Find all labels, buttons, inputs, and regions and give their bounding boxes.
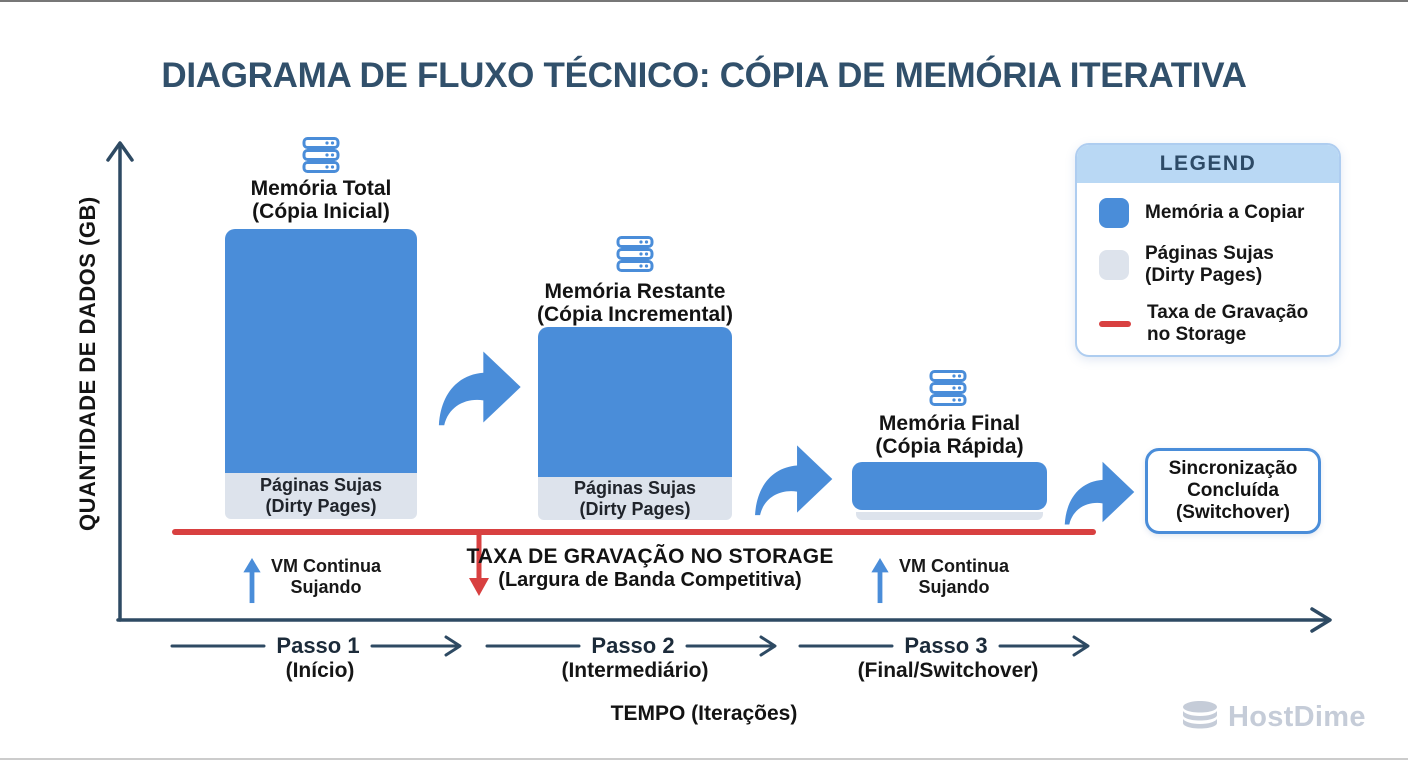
page-title: DIAGRAMA DE FLUXO TÉCNICO: CÓPIA DE MEMÓ…	[161, 56, 1247, 95]
step-lead-line	[485, 644, 581, 648]
vm-note-2: VM Continua Sujando	[870, 556, 1009, 604]
server-icon	[302, 137, 340, 173]
bar2-dirty-line1: Páginas Sujas	[573, 477, 697, 498]
bar3-dirty-pages-block	[856, 512, 1043, 520]
step-group-2: Passo 2	[475, 633, 795, 659]
bar1-dirty-line1: Páginas Sujas	[259, 475, 383, 495]
top-border-line	[0, 0, 1408, 2]
legend-box: LEGEND Memória a Copiar Páginas Sujas (D…	[1075, 143, 1341, 357]
vm-note-line2: Sujando	[918, 577, 990, 597]
bar1-title-line2: (Cópia Inicial)	[252, 200, 390, 223]
dirty-pages-swatch	[1099, 250, 1129, 280]
bar1-caption: Memória Total (Cópia Inicial)	[195, 177, 447, 223]
switchover-line1: Sincronização	[1168, 458, 1298, 479]
bar1-dirty-line2: (Dirty Pages)	[265, 496, 377, 516]
x-axis-arrowhead	[1310, 607, 1332, 633]
hostdime-stack-icon	[1183, 701, 1217, 729]
blue-up-arrow-icon	[243, 558, 261, 604]
vm-note-line2: Sujando	[290, 577, 362, 597]
storage-rate-label-line1: TAXA DE GRAVAÇÃO NO STORAGE	[466, 545, 834, 568]
legend-item-rate-line1: Taxa de Gravação	[1147, 302, 1309, 323]
memory-blue-swatch	[1099, 198, 1129, 228]
legend-item-dirty-line2: (Dirty Pages)	[1145, 265, 1263, 286]
legend-item-storage-rate: Taxa de Gravação no Storage	[1077, 302, 1339, 346]
bar3-title-line1: Memória Final	[878, 412, 1021, 435]
legend-item-memory: Memória a Copiar	[1077, 198, 1339, 228]
bar2-memory-block	[538, 327, 732, 477]
bar1-memory-block	[225, 229, 417, 473]
step3-sublabel: (Final/Switchover)	[857, 659, 1039, 682]
bar3-caption: Memória Final (Cópia Rápida)	[822, 412, 1077, 458]
server-icon	[929, 370, 967, 406]
storage-rate-line	[172, 529, 1096, 535]
storage-rate-label-line2: (Largura de Banda Competitiva)	[498, 569, 802, 591]
bar3-memory-block	[852, 462, 1047, 510]
step2-label: Passo 2	[591, 633, 675, 658]
switchover-line2: Concluída	[1187, 480, 1279, 501]
y-axis-label: QUANTIDADE DE DADOS (GB)	[75, 196, 100, 531]
step1-label: Passo 1	[276, 633, 360, 658]
bar1-dirty-pages-block: Páginas Sujas (Dirty Pages)	[225, 473, 417, 519]
vm-note-line1: VM Continua	[271, 556, 381, 576]
server-icon	[616, 236, 654, 272]
step-lead-line	[798, 644, 894, 648]
storage-rate-label: TAXA DE GRAVAÇÃO NO STORAGE (Largura de …	[440, 545, 860, 592]
blue-up-arrow-icon	[871, 558, 889, 604]
storage-rate-line-swatch	[1099, 321, 1131, 327]
hostdime-wordmark: HostDime	[1228, 700, 1366, 733]
flow-arrow-icon	[755, 445, 833, 516]
step3-label: Passo 3	[904, 633, 988, 658]
hostdime-logo: HostDime	[1180, 700, 1366, 734]
bar2-dirty-line2: (Dirty Pages)	[579, 498, 691, 519]
bar2-caption: Memória Restante (Cópia Incremental)	[508, 280, 762, 326]
flow-arrow-icon	[438, 351, 521, 426]
legend-title: LEGEND	[1077, 145, 1339, 183]
bar2-dirty-pages-block: Páginas Sujas (Dirty Pages)	[538, 477, 732, 520]
step-arrow-line	[370, 635, 462, 657]
red-down-arrow-icon	[469, 534, 489, 596]
switchover-box: Sincronização Concluída (Switchover)	[1145, 448, 1321, 534]
switchover-line3: (Switchover)	[1175, 502, 1291, 523]
legend-item-dirty-line1: Páginas Sujas	[1145, 243, 1274, 264]
y-axis-arrowhead	[106, 141, 134, 162]
bar2-title-line2: (Cópia Incremental)	[536, 303, 734, 326]
legend-item-memory-label: Memória a Copiar	[1145, 202, 1305, 223]
bar1-title-line1: Memória Total	[250, 177, 392, 200]
bar2-title-line1: Memória Restante	[544, 280, 726, 303]
step1-sublabel: (Início)	[285, 659, 355, 682]
step-group-3: Passo 3	[788, 633, 1108, 659]
vm-note-1: VM Continua Sujando	[242, 556, 381, 604]
legend-item-rate-line2: no Storage	[1147, 324, 1247, 345]
x-axis-label: TEMPO (Iterações)	[610, 702, 798, 725]
step-arrow-line	[685, 635, 777, 657]
vm-note-line1: VM Continua	[899, 556, 1009, 576]
step-group-1: Passo 1	[160, 633, 480, 659]
bar3-title-line2: (Cópia Rápida)	[875, 435, 1024, 458]
step2-sublabel: (Intermediário)	[561, 659, 709, 682]
bottom-border-line	[0, 758, 1408, 760]
flow-arrow-icon	[1064, 461, 1135, 525]
step-arrow-line	[998, 635, 1090, 657]
legend-item-dirty-pages: Páginas Sujas (Dirty Pages)	[1077, 243, 1339, 287]
step-lead-line	[170, 644, 266, 648]
